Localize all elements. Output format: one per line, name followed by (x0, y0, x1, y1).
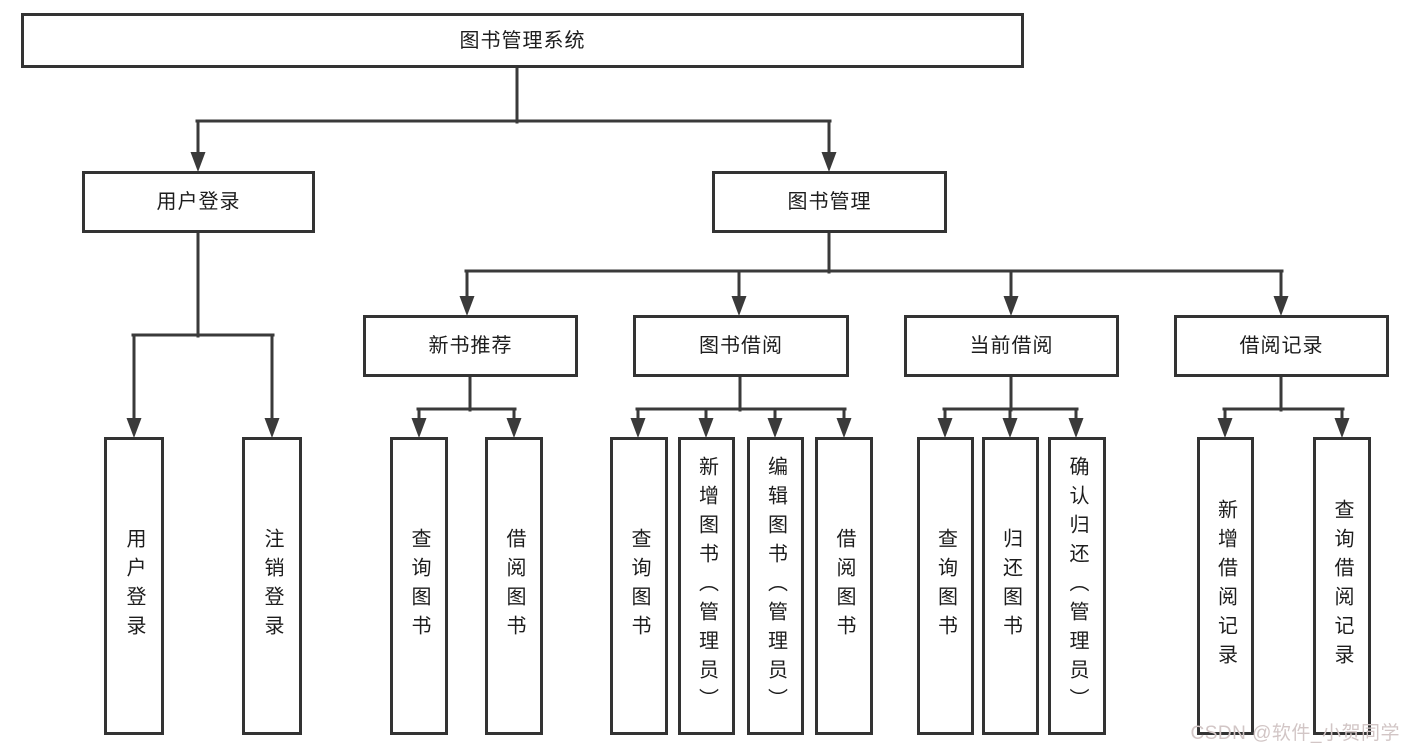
arrowhead-down-icon (821, 152, 837, 172)
arrowhead-down-icon (126, 418, 142, 438)
node-label-leaf-query-book-1: 查询图书 (408, 528, 430, 644)
node-label-leaf-borrow-book-2: 借阅图书 (833, 528, 855, 644)
arrowhead-down-icon (767, 418, 783, 438)
node-leaf-borrow-book-2: 借阅图书 (815, 437, 873, 735)
node-label-borrow-record: 借阅记录 (1239, 335, 1324, 357)
arrowhead-down-icon (1068, 418, 1084, 438)
node-label-leaf-query-book-2: 查询图书 (628, 528, 650, 644)
node-book-mgmt: 图书管理 (712, 171, 947, 233)
node-label-book-mgmt: 图书管理 (787, 191, 872, 213)
arrowhead-down-icon (698, 418, 714, 438)
node-leaf-add-book: 新增图书（管理员） (678, 437, 735, 735)
node-label-current-borrow: 当前借阅 (969, 335, 1054, 357)
node-leaf-edit-book: 编辑图书（管理员） (747, 437, 804, 735)
node-leaf-add-record: 新增借阅记录 (1197, 437, 1254, 735)
node-label-leaf-login: 用户登录 (123, 528, 145, 644)
node-leaf-query-book-3: 查询图书 (917, 437, 974, 735)
arrowhead-down-icon (1273, 296, 1289, 316)
node-label-user-login: 用户登录 (156, 191, 241, 213)
node-leaf-query-record: 查询借阅记录 (1313, 437, 1371, 735)
node-leaf-logout: 注销登录 (242, 437, 302, 735)
arrowhead-down-icon (731, 296, 747, 316)
node-book-borrow: 图书借阅 (633, 315, 849, 377)
arrowhead-down-icon (264, 418, 280, 438)
arrowhead-down-icon (1217, 418, 1233, 438)
arrowhead-down-icon (1003, 296, 1019, 316)
node-leaf-confirm-return: 确认归还（管理员） (1048, 437, 1106, 735)
node-user-login: 用户登录 (82, 171, 315, 233)
node-leaf-query-book-1: 查询图书 (390, 437, 448, 735)
node-label-leaf-edit-book: 编辑图书（管理员） (764, 455, 787, 717)
node-label-leaf-add-book: 新增图书（管理员） (695, 455, 718, 717)
node-borrow-record: 借阅记录 (1174, 315, 1389, 377)
node-root: 图书管理系统 (21, 13, 1024, 68)
arrowhead-down-icon (1002, 418, 1018, 438)
node-label-leaf-query-record: 查询借阅记录 (1331, 499, 1353, 673)
node-leaf-borrow-book-1: 借阅图书 (485, 437, 543, 735)
node-leaf-return-book: 归还图书 (982, 437, 1039, 735)
arrowhead-down-icon (630, 418, 646, 438)
node-label-leaf-borrow-book-1: 借阅图书 (503, 528, 525, 644)
arrowhead-down-icon (190, 152, 206, 172)
arrowhead-down-icon (506, 418, 522, 438)
node-label-root: 图书管理系统 (459, 29, 586, 52)
node-label-book-borrow: 图书借阅 (699, 335, 783, 357)
arrowhead-down-icon (1334, 418, 1350, 438)
arrowhead-down-icon (411, 418, 427, 438)
node-leaf-login: 用户登录 (104, 437, 164, 735)
arrowhead-down-icon (836, 418, 852, 438)
node-new-book-rec: 新书推荐 (363, 315, 578, 377)
node-label-leaf-confirm-return: 确认归还（管理员） (1066, 455, 1088, 717)
node-leaf-query-book-2: 查询图书 (610, 437, 668, 735)
node-current-borrow: 当前借阅 (904, 315, 1119, 377)
node-label-leaf-query-book-3: 查询图书 (934, 528, 957, 644)
node-label-new-book-rec: 新书推荐 (428, 335, 513, 357)
node-label-leaf-return-book: 归还图书 (999, 528, 1022, 644)
node-label-leaf-logout: 注销登录 (261, 528, 283, 644)
node-label-leaf-add-record: 新增借阅记录 (1214, 499, 1237, 673)
arrowhead-down-icon (459, 296, 475, 316)
watermark: CSDN @软件_小贺同学 (1190, 723, 1400, 744)
arrowhead-down-icon (937, 418, 953, 438)
